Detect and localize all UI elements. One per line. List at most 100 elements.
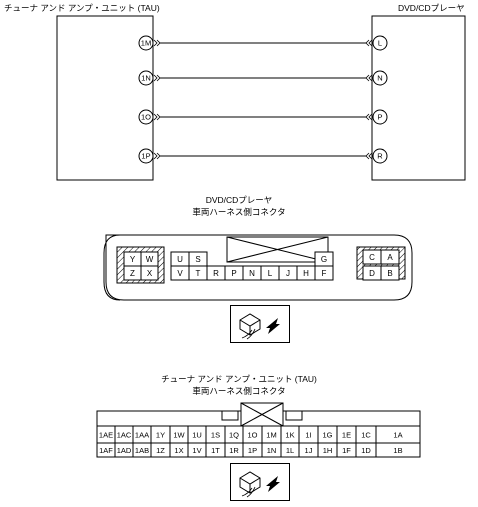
tau-pin-label: 1T bbox=[211, 446, 220, 455]
dvd-pin bbox=[380, 265, 400, 281]
dvd-pin-label: C bbox=[369, 253, 375, 262]
dvd-pin-label: F bbox=[322, 269, 327, 278]
tau-pin bbox=[375, 442, 421, 458]
right-unit-label: DVD/CDプレーヤ bbox=[398, 3, 465, 13]
dvd-pin bbox=[314, 265, 334, 281]
dvd-pin-label: H bbox=[303, 269, 309, 278]
wire-1N-N: 1N N bbox=[138, 70, 388, 86]
dvd-pin-label: D bbox=[369, 269, 375, 278]
connector-symbol bbox=[365, 39, 373, 47]
dvd-pin-label: B bbox=[387, 269, 392, 278]
tau-pin-label: 1AE bbox=[99, 431, 113, 440]
dvd-pin-label: W bbox=[146, 255, 154, 264]
connector-symbol bbox=[153, 74, 161, 82]
tau-pin-label: 1K bbox=[285, 431, 294, 440]
dvd-terminal-label: R bbox=[377, 152, 383, 161]
dvd-connector-housing bbox=[105, 234, 413, 301]
tau-terminal-label: 1M bbox=[141, 39, 151, 48]
tau-pin-label: 1AC bbox=[117, 431, 132, 440]
tau-pin-label: 1A bbox=[393, 431, 402, 440]
tau-pin-label: 1D bbox=[361, 446, 371, 455]
dvd-connector-title: DVD/CDプレーヤ bbox=[205, 195, 273, 205]
wire-1M-L: 1M L bbox=[138, 35, 388, 51]
dvd-pin bbox=[380, 249, 400, 265]
tau-pin-label: 1S bbox=[211, 431, 220, 440]
tau-pin-label: 1X bbox=[174, 446, 183, 455]
tau-pin-label: 1M bbox=[266, 431, 276, 440]
tau-pin-label: 1E bbox=[342, 431, 351, 440]
tau-terminal-label: 1P bbox=[141, 152, 150, 161]
tau-pin-label: 1N bbox=[267, 446, 277, 455]
dvd-terminal-label: P bbox=[377, 113, 382, 122]
tau-pin-label: 1C bbox=[361, 431, 371, 440]
dvd-connector-housing-left bbox=[103, 234, 121, 301]
tau-connector-title: チューナ アンド アンプ・ユニット (TAU) bbox=[161, 374, 317, 384]
dvd-terminal bbox=[372, 148, 388, 164]
tau-pin-label: 1H bbox=[323, 446, 333, 455]
dvd-terminal-label: L bbox=[378, 39, 382, 48]
tau-pin-label: 1L bbox=[286, 446, 294, 455]
tau-pin-label: 1P bbox=[248, 446, 257, 455]
connector-symbol bbox=[153, 39, 161, 47]
tau-terminal bbox=[138, 35, 154, 51]
tau-pin-label: 1I bbox=[305, 431, 311, 440]
tau-connector-tab-right bbox=[285, 410, 303, 421]
tau-terminal bbox=[138, 70, 154, 86]
tau-pin-label: 1O bbox=[247, 431, 257, 440]
tau-connector-tab-left bbox=[221, 410, 239, 421]
connector-view-icon bbox=[230, 305, 290, 343]
wire-1P-R: 1P R bbox=[138, 148, 388, 164]
dvd-unit-box bbox=[371, 15, 466, 181]
tau-terminal bbox=[138, 148, 154, 164]
dvd-pin-label: Z bbox=[130, 269, 135, 278]
dvd-pin-label: T bbox=[196, 269, 201, 278]
connector-view-icon bbox=[230, 463, 290, 501]
dvd-pin-label: S bbox=[195, 255, 200, 264]
dvd-pin-label: R bbox=[213, 269, 219, 278]
wiring-diagram: 1M L 1N N 1O P 1P R bbox=[56, 15, 466, 181]
connector-symbol bbox=[365, 152, 373, 160]
wire-1O-P: 1O P bbox=[138, 109, 388, 125]
dvd-pin-label: P bbox=[231, 269, 236, 278]
dvd-pin-label: L bbox=[268, 269, 273, 278]
dvd-pin-label: N bbox=[249, 269, 255, 278]
tau-terminal-label: 1N bbox=[141, 74, 151, 83]
tau-pin-label: 1V bbox=[192, 446, 201, 455]
tau-terminal bbox=[138, 109, 154, 125]
connector-symbol bbox=[365, 74, 373, 82]
tau-pin-label: 1G bbox=[322, 431, 332, 440]
dvd-pin-label: A bbox=[387, 253, 393, 262]
dvd-pin bbox=[140, 265, 159, 281]
tau-pin-label: 1U bbox=[192, 431, 202, 440]
connector-symbol bbox=[153, 152, 161, 160]
tau-pin-label: 1J bbox=[305, 446, 313, 455]
tau-pin-label: 1Z bbox=[156, 446, 165, 455]
tau-unit-box bbox=[56, 15, 154, 181]
tau-pin-label: 1AD bbox=[117, 446, 132, 455]
dvd-pin-label: Y bbox=[130, 255, 136, 264]
tau-pin-label: 1B bbox=[393, 446, 402, 455]
tau-pin-label: 1Y bbox=[156, 431, 165, 440]
dvd-terminal bbox=[372, 109, 388, 125]
dvd-pin-label: X bbox=[147, 269, 153, 278]
tau-pin-label: 1R bbox=[229, 446, 239, 455]
left-unit-label: チューナ アンド アンプ・ユニット (TAU) bbox=[4, 3, 160, 13]
dvd-terminal-label: N bbox=[377, 74, 382, 83]
connector-symbol bbox=[153, 113, 161, 121]
tau-terminal-label: 1O bbox=[141, 113, 151, 122]
dvd-terminal bbox=[372, 35, 388, 51]
dvd-pin-label: U bbox=[177, 255, 183, 264]
tau-connector-subtitle: 車両ハーネス側コネクタ bbox=[192, 386, 286, 396]
dvd-terminal bbox=[372, 70, 388, 86]
tau-pin-label: 1Q bbox=[229, 431, 239, 440]
dvd-pin-label: J bbox=[286, 269, 290, 278]
dvd-connector-subtitle: 車両ハーネス側コネクタ bbox=[192, 207, 286, 217]
tau-pin-label: 1AA bbox=[135, 431, 149, 440]
dvd-pin-label: G bbox=[321, 255, 327, 264]
tau-pin-label: 1F bbox=[342, 446, 351, 455]
tau-pin-label: 1AB bbox=[135, 446, 149, 455]
connector-symbol bbox=[365, 113, 373, 121]
tau-pin-label: 1AF bbox=[99, 446, 113, 455]
